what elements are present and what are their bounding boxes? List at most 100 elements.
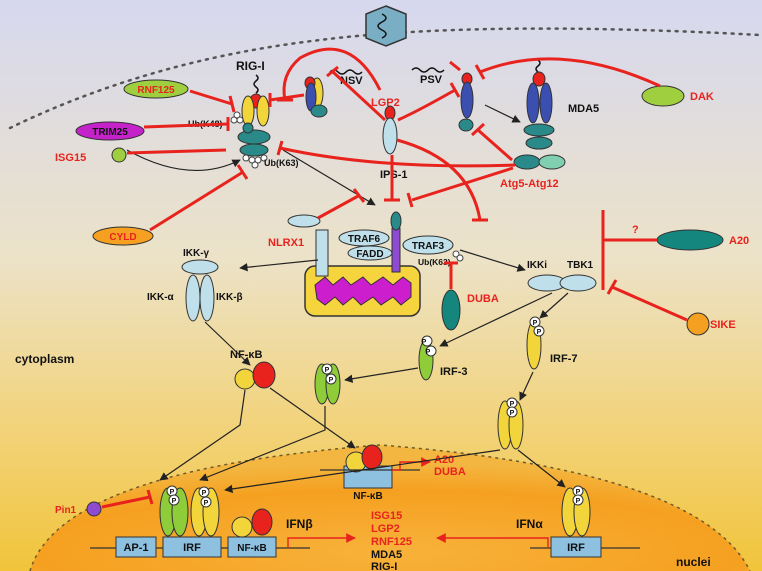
irf3-dimer: P P xyxy=(314,363,341,405)
ikk-beta-protein xyxy=(199,274,215,322)
irf7-p-2-label: P xyxy=(537,329,542,336)
nlrx1-protein xyxy=(287,214,321,228)
irf3-phospho-1 xyxy=(421,335,433,347)
duba-label: DUBA xyxy=(467,293,499,305)
irf7-prom-p1: P xyxy=(576,489,581,496)
lgp2-protein xyxy=(382,117,398,155)
cell-membrane xyxy=(8,27,762,130)
ap1-label: AP-1 xyxy=(123,542,148,554)
lgp2-label: LGP2 xyxy=(371,97,400,109)
irf7-dimer-p2: P xyxy=(510,410,515,417)
nfkb-nuclear-p65 xyxy=(361,444,383,470)
nfkb-p65 xyxy=(252,361,276,389)
a20-out-label: A20 xyxy=(434,454,454,466)
inhibition-lines xyxy=(101,47,688,509)
irf-promoter-dimers: P P P P xyxy=(159,485,220,537)
ikki-label: IKKi xyxy=(527,260,547,271)
atg12-protein xyxy=(538,154,566,170)
duba-protein xyxy=(441,289,461,331)
ifnb-label: IFNβ xyxy=(286,517,313,531)
trim25-label: TRIM25 xyxy=(92,127,128,138)
ifna-output-arrow xyxy=(436,533,549,548)
irf7-p-1-label: P xyxy=(533,320,538,327)
rnf125-label: RNF125 xyxy=(137,85,175,96)
nfkb-box-label: NF-κB xyxy=(353,491,382,502)
cyld-label: CYLD xyxy=(109,232,136,243)
ub-k63-traf3-label: Ub(K63) xyxy=(418,257,451,267)
nfkb-prom-p65 xyxy=(251,508,273,536)
nuclei-label: nuclei xyxy=(676,555,711,569)
irf-box xyxy=(162,536,222,558)
ikk-alpha-protein xyxy=(185,274,201,322)
irf3-dimer-p1: P xyxy=(325,367,330,374)
ifna-label: IFNα xyxy=(516,517,543,531)
nfkb-label: NF-κB xyxy=(230,349,262,361)
mda5-label: MDA5 xyxy=(568,103,599,115)
isg15-label: ISG15 xyxy=(55,152,86,164)
irf-box-label: IRF xyxy=(183,542,201,554)
trim25-protein xyxy=(75,121,145,141)
a20-protein xyxy=(656,229,724,251)
tbk1-protein xyxy=(559,274,597,292)
irf3-p-2-label: P xyxy=(426,349,431,356)
ub-k63-label: Ub(K63) xyxy=(264,158,299,168)
traf3-ub-1 xyxy=(452,250,460,258)
mda5-out-label: MDA5 xyxy=(371,549,402,561)
virus-icon xyxy=(365,5,407,47)
traf3-label: TRAF3 xyxy=(412,241,445,252)
isg15-protein xyxy=(111,147,127,163)
rnf125-out-label: RNF125 xyxy=(371,536,412,548)
rigi-out-label: RIG-I xyxy=(371,561,397,571)
ikk-alpha-label: IKK-α xyxy=(147,292,175,303)
irf7-dimer: P P xyxy=(497,397,524,450)
irf7-label: IRF-7 xyxy=(550,353,578,365)
ips1-anchor xyxy=(391,227,401,273)
ikk-gamma-protein xyxy=(181,259,219,275)
mda5-monomer xyxy=(458,72,474,132)
ifnb-output-arrow xyxy=(287,533,356,548)
lgp2-out-label: LGP2 xyxy=(371,523,400,535)
isg15-out-label: ISG15 xyxy=(371,510,402,522)
traf3-protein xyxy=(402,235,454,255)
dak-protein xyxy=(641,85,685,107)
pin1-protein xyxy=(86,501,102,517)
irf7-phospho-2 xyxy=(533,325,545,337)
irf7-prom-p2: P xyxy=(576,498,581,505)
irf7-promoter-dimer: P P xyxy=(561,485,591,537)
sike-protein xyxy=(686,312,710,336)
mitochondrial-cristae xyxy=(314,276,412,306)
rnf125-protein xyxy=(123,79,189,99)
nlrx1-stalk xyxy=(315,229,329,277)
nsv-complex xyxy=(304,69,363,118)
sike-label: SIKE xyxy=(710,319,736,331)
irf3-dimer-p2: P xyxy=(329,377,334,384)
atg5-protein xyxy=(513,154,541,170)
rigi-label: RIG-I xyxy=(236,59,265,73)
duba-out-label: DUBA xyxy=(434,466,466,478)
cytoplasm-label: cytoplasm xyxy=(15,352,74,366)
irf-prom-p4: P xyxy=(204,500,209,507)
psv-rna xyxy=(411,67,445,73)
irf-prom-p3: P xyxy=(202,490,207,497)
irf-box2-label: IRF xyxy=(567,542,585,554)
fadd-label: FADD xyxy=(356,249,383,260)
irf-box-2 xyxy=(550,536,602,558)
traf3-ub-2 xyxy=(456,254,464,262)
nfkb-prom-p50 xyxy=(231,516,253,538)
tbk1-label: TBK1 xyxy=(567,260,594,271)
irf-prom-p1: P xyxy=(170,489,175,496)
nfkb-p50 xyxy=(234,368,256,390)
pin1-label: Pin1 xyxy=(55,505,77,516)
nfkb-prom-box xyxy=(227,536,277,558)
nlrx1-label: NLRX1 xyxy=(268,237,304,249)
ap1-box xyxy=(115,536,157,558)
irf3-label: IRF-3 xyxy=(440,366,468,378)
psv-label: PSV xyxy=(420,74,443,86)
ikk-beta-label: IKK-β xyxy=(216,292,243,303)
dak-label: DAK xyxy=(690,91,714,103)
atg-label: Atg5-Atg12 xyxy=(500,178,559,190)
question-label: ? xyxy=(632,224,639,236)
activation-arrows xyxy=(126,104,569,494)
